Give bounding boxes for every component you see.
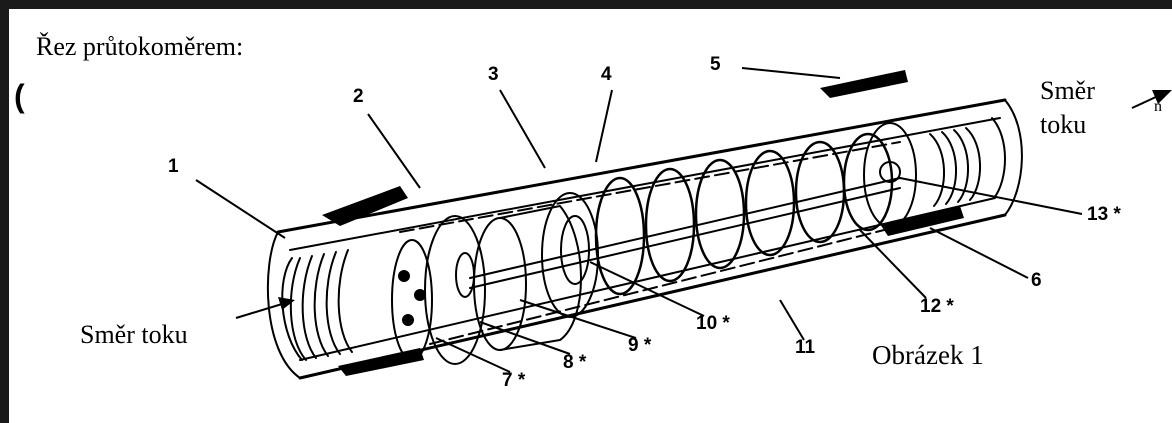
part-label-10: 10 * xyxy=(696,313,730,334)
part-label-4: 4 xyxy=(601,64,612,85)
part-label-7: 7 * xyxy=(502,370,526,391)
part-label-8: 8 * xyxy=(563,352,587,373)
clamp-shapes xyxy=(322,70,964,376)
right-end-cap-inner xyxy=(991,117,1006,199)
inlet-thread xyxy=(289,249,353,361)
outlet-thread xyxy=(929,127,981,207)
tube-top-edge xyxy=(276,98,1007,234)
part-label-6: 6 xyxy=(1031,270,1042,291)
flow-direction-out-label: Směr toku xyxy=(1040,74,1095,142)
flow-in-arrow xyxy=(235,297,295,319)
part-label-13: 13 * xyxy=(1087,204,1121,225)
diagram-title: Řez průtokoměrem: xyxy=(36,32,244,61)
flow-out-arrow xyxy=(1131,90,1172,109)
leader-lines xyxy=(195,67,1083,373)
stem xyxy=(469,177,901,279)
corner-glyph: n xyxy=(1154,98,1162,115)
right-end-cap xyxy=(1004,99,1023,216)
piston xyxy=(499,205,582,351)
inner-tube-top xyxy=(399,141,901,233)
part-label-1: 1 xyxy=(168,156,179,177)
part-label-5: 5 xyxy=(710,54,721,75)
part-label-11: 11 xyxy=(795,337,816,358)
part-label-3: 3 xyxy=(488,64,499,85)
figure-caption: Obrázek 1 xyxy=(872,340,984,370)
float-plate xyxy=(424,215,486,365)
cropped-parenthesis: ( xyxy=(14,78,25,114)
part-label-12: 12 * xyxy=(920,296,954,317)
part-label-2: 2 xyxy=(353,86,364,107)
inner-tube-bottom xyxy=(429,225,901,345)
flow-direction-in-label: Směr toku xyxy=(80,320,188,349)
flow-out-line1: Směr xyxy=(1040,76,1095,105)
left-end-cap-inner xyxy=(281,257,303,361)
flow-out-line2: toku xyxy=(1040,110,1087,139)
part-label-9: 9 * xyxy=(628,335,652,356)
tube-top-edge-inner xyxy=(289,117,1001,251)
left-end-cap xyxy=(266,231,301,379)
